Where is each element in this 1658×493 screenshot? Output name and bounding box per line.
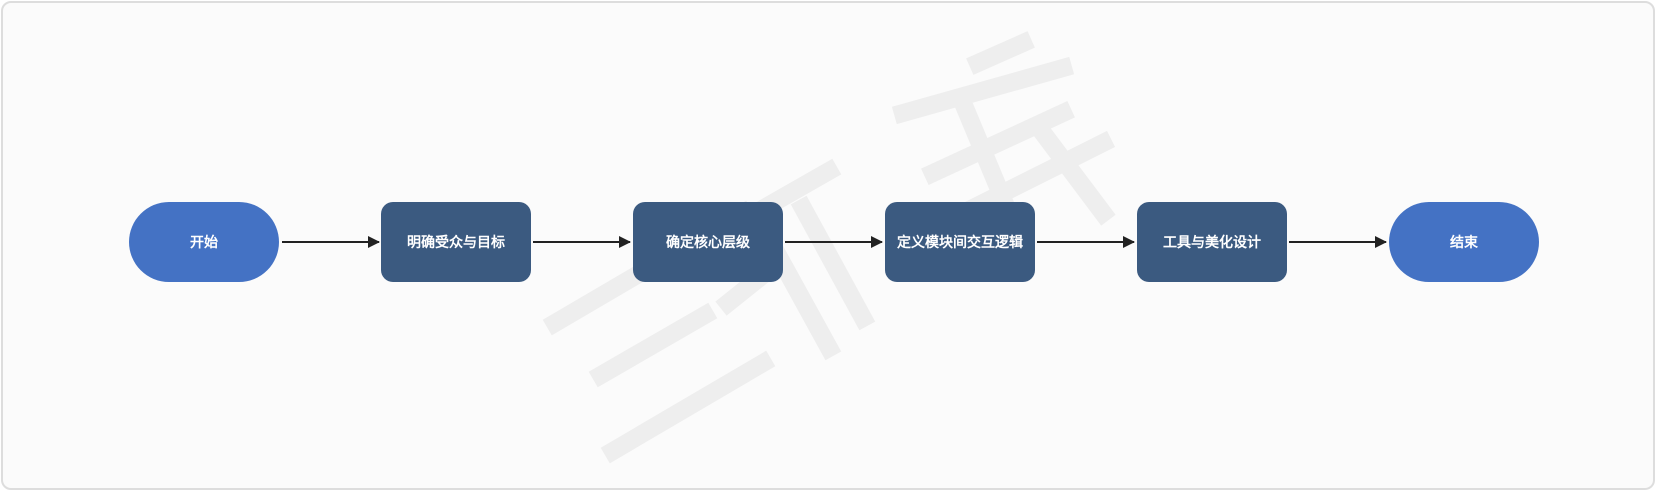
node-end-label: 结束	[1450, 235, 1478, 251]
node-start: 开始	[129, 202, 279, 282]
node-start-label: 开始	[190, 235, 218, 251]
node-define-audience-goals-label: 明确受众与目标	[407, 235, 505, 251]
node-tools-design-label: 工具与美化设计	[1163, 235, 1261, 251]
node-core-hierarchy-label: 确定核心层级	[666, 235, 750, 251]
node-define-audience-goals: 明确受众与目标	[381, 202, 531, 282]
node-module-interaction-label: 定义模块间交互逻辑	[897, 235, 1023, 251]
node-tools-design: 工具与美化设计	[1137, 202, 1287, 282]
node-end: 结束	[1389, 202, 1539, 282]
node-core-hierarchy: 确定核心层级	[633, 202, 783, 282]
edge-layer	[282, 236, 1387, 248]
node-module-interaction: 定义模块间交互逻辑	[885, 202, 1035, 282]
